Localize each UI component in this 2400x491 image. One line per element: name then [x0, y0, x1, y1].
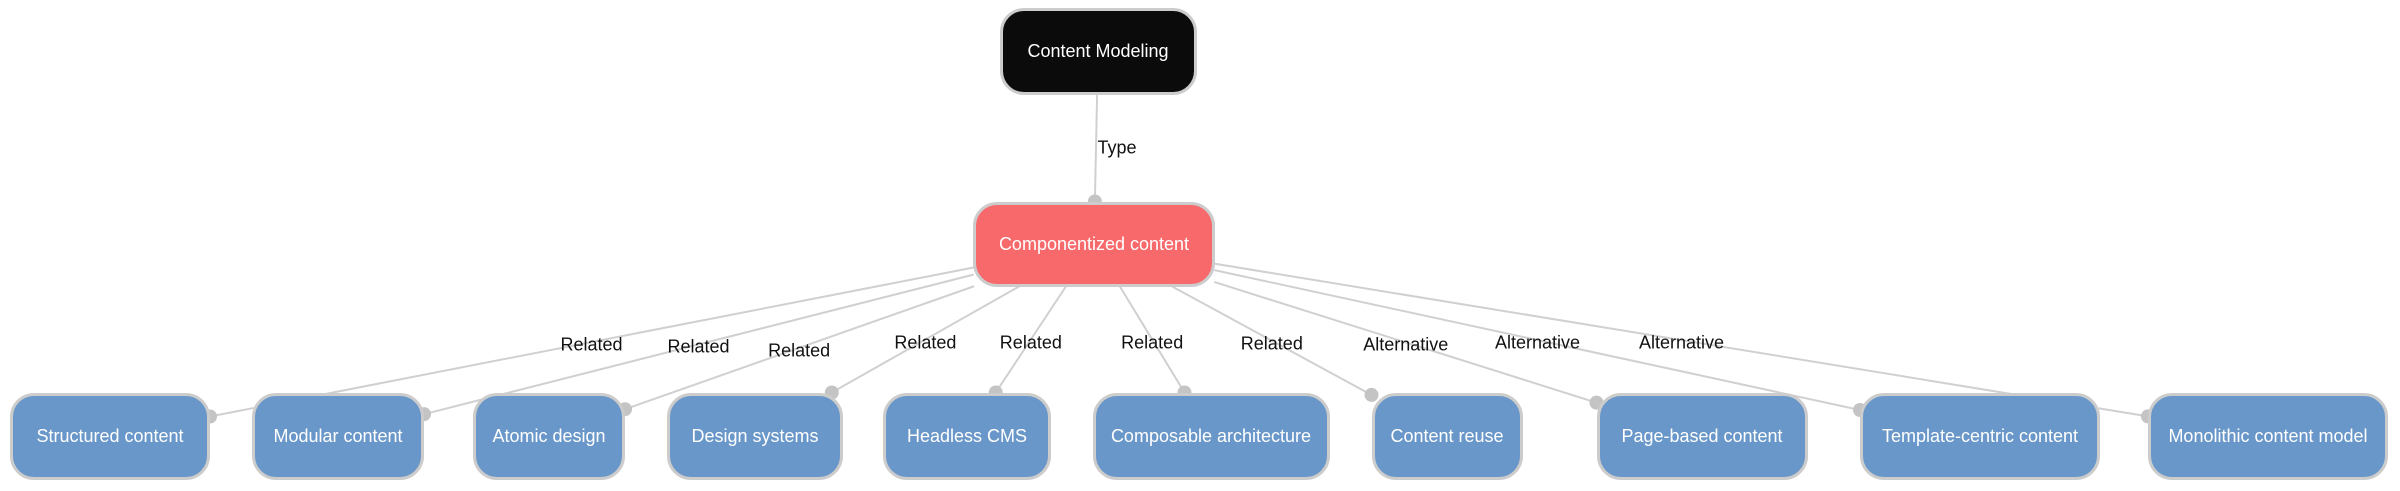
edge-arrow-dot [1364, 387, 1379, 402]
node-componentized-content[interactable]: Componentized content [973, 201, 1215, 287]
node-template-centric-content[interactable]: Template-centric content [1860, 392, 2100, 480]
node-label: Modular content [273, 426, 403, 446]
edge-line [624, 285, 975, 411]
edge-line [994, 285, 1067, 394]
node-composable-architecture[interactable]: Composable architecture [1092, 392, 1330, 480]
node-label: Atomic design [492, 426, 606, 446]
node-label: Content reuse [1390, 426, 1504, 446]
edge-line [1214, 262, 2149, 418]
node-modular-content[interactable]: Modular content [252, 392, 424, 480]
edge-line [1214, 269, 1861, 411]
node-label: Headless CMS [906, 426, 1028, 446]
node-label: Monolithic content model [2168, 426, 2368, 446]
edge-line [1171, 285, 1373, 396]
node-label: Structured content [36, 426, 184, 446]
node-content-modeling[interactable]: Content Modeling [999, 7, 1197, 95]
edge-line [209, 266, 974, 418]
node-headless-cms[interactable]: Headless CMS [883, 392, 1051, 480]
edge-line [830, 285, 1020, 394]
node-atomic-design[interactable]: Atomic design [473, 392, 625, 480]
node-label: Content Modeling [1027, 41, 1169, 61]
node-label: Page-based content [1621, 426, 1783, 446]
node-content-reuse[interactable]: Content reuse [1371, 392, 1523, 480]
node-label: Design systems [691, 426, 819, 446]
edge-line [423, 273, 974, 416]
node-structured-content[interactable]: Structured content [10, 392, 210, 480]
node-page-based-content[interactable]: Page-based content [1596, 392, 1808, 480]
edge-line [1118, 285, 1186, 394]
edge-line [1093, 93, 1099, 203]
node-label: Composable architecture [1110, 426, 1312, 446]
node-label: Template-centric content [1881, 426, 2079, 446]
node-monolithic-content-model[interactable]: Monolithic content model [2148, 392, 2388, 480]
node-label: Componentized content [998, 234, 1190, 254]
edge-line [1214, 281, 1598, 404]
node-design-systems[interactable]: Design systems [667, 392, 843, 480]
